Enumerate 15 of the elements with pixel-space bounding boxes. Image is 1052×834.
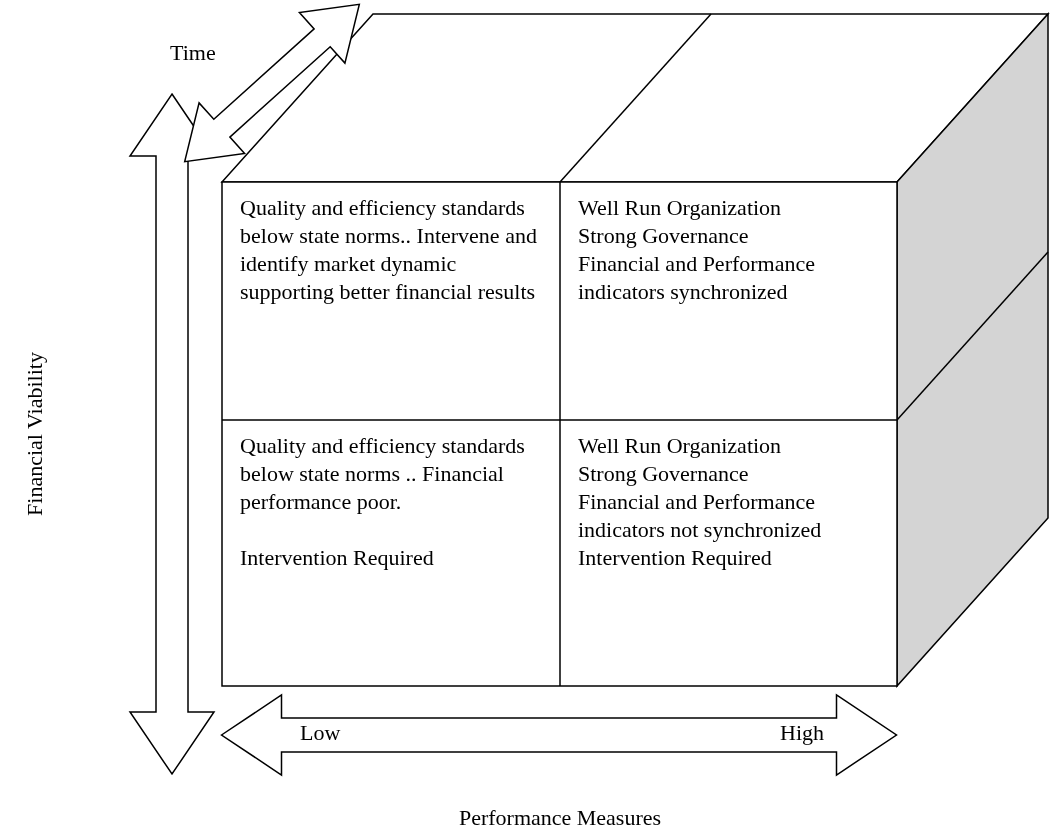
cell-text: Quality and efficiency standards below state norms .. Financial performance poor. [240, 432, 526, 516]
cell-text: Intervention Required [240, 544, 435, 572]
scale-label: High [780, 720, 824, 746]
axis-label: Financial Viability [22, 352, 48, 516]
cell-text: Strong Governance [578, 460, 750, 488]
axis-label: Time [170, 40, 216, 66]
scale-label: Low [300, 720, 341, 746]
axis-label: Performance Measures [458, 805, 662, 831]
cell-text: Strong Governance [578, 222, 750, 250]
cell-text: Intervention Required [578, 544, 773, 572]
cell-text: Well Run Organization [578, 194, 783, 222]
cell-text: Well Run Organization [578, 432, 783, 460]
cell-text: Financial and Performance indicators synchronized [578, 250, 816, 306]
cell-text: Financial and Performance indicators not synchronized [578, 488, 823, 544]
cell-text: Quality and efficiency standards below state norms.. Intervene and identify market dynamic supporting better financial results [240, 194, 538, 306]
